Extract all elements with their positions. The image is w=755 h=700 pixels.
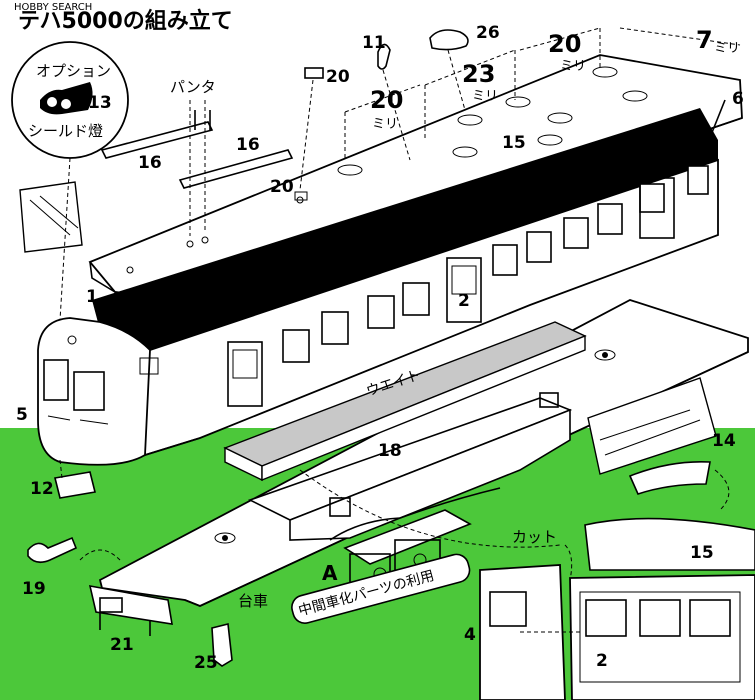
part-label: 1 (86, 287, 98, 307)
part-label: 15 (502, 133, 526, 153)
mid-car-note-box (291, 553, 471, 624)
coupler-12 (54, 459, 96, 499)
panta-plates (100, 121, 294, 189)
part-label: 14 (712, 431, 736, 451)
part-label: 20 (326, 67, 350, 87)
part-label: 20 (270, 177, 294, 197)
weight-part (223, 321, 587, 482)
mid-car-detail (299, 469, 755, 700)
dimension-unit-1: ミリ (372, 117, 398, 132)
part-label: 15 (690, 543, 714, 563)
part-label: 18 (378, 441, 402, 461)
part-25 (211, 623, 233, 667)
part-label: A (322, 561, 338, 585)
bogie-label: 台車 (238, 592, 268, 610)
option-caption: シールド燈 (28, 122, 103, 140)
dimension-value-4: 7 (696, 26, 713, 54)
dimension-value-2: 23 (462, 60, 495, 88)
part-label: 25 (194, 653, 218, 673)
part-label: 26 (476, 23, 500, 43)
part-14 (628, 460, 730, 511)
panta-label: パンタ (170, 78, 216, 96)
dimension-unit-3: ミリ (560, 59, 586, 74)
clear-window-sheet (19, 181, 83, 253)
watermark-text: HOBBY SEARCH (14, 2, 92, 13)
page-title: テハ5000の組み立て (18, 8, 233, 34)
dimension-lines (344, 27, 741, 160)
dimension-unit-4: ミリ (714, 41, 740, 56)
part-label: 11 (362, 33, 386, 53)
part-label: 2 (458, 291, 470, 311)
option-label: オプション (36, 62, 111, 80)
part-label: 16 (138, 153, 162, 173)
dimension-value-3: 20 (548, 30, 581, 58)
option-callout (11, 41, 129, 321)
small-parts-top (299, 29, 469, 191)
dimension-value-1: 20 (370, 86, 403, 114)
option-part-number: 13 (88, 93, 112, 113)
part-label: 5 (16, 405, 28, 425)
dimension-unit-2: ミリ (472, 89, 498, 104)
body-shell (37, 108, 719, 466)
part-label: 16 (236, 135, 260, 155)
part-label: 6 (732, 89, 744, 109)
panta-guides (189, 100, 211, 236)
part-label: 2 (596, 651, 608, 671)
part-label: 12 (30, 479, 54, 499)
cut-label: カット (512, 528, 557, 546)
part-label: 4 (464, 625, 476, 645)
part-21 (79, 549, 173, 636)
part-label: 19 (22, 579, 46, 599)
clear-window-sheet-right (587, 377, 717, 475)
part-19 (27, 536, 78, 564)
part-label: 21 (110, 635, 134, 655)
